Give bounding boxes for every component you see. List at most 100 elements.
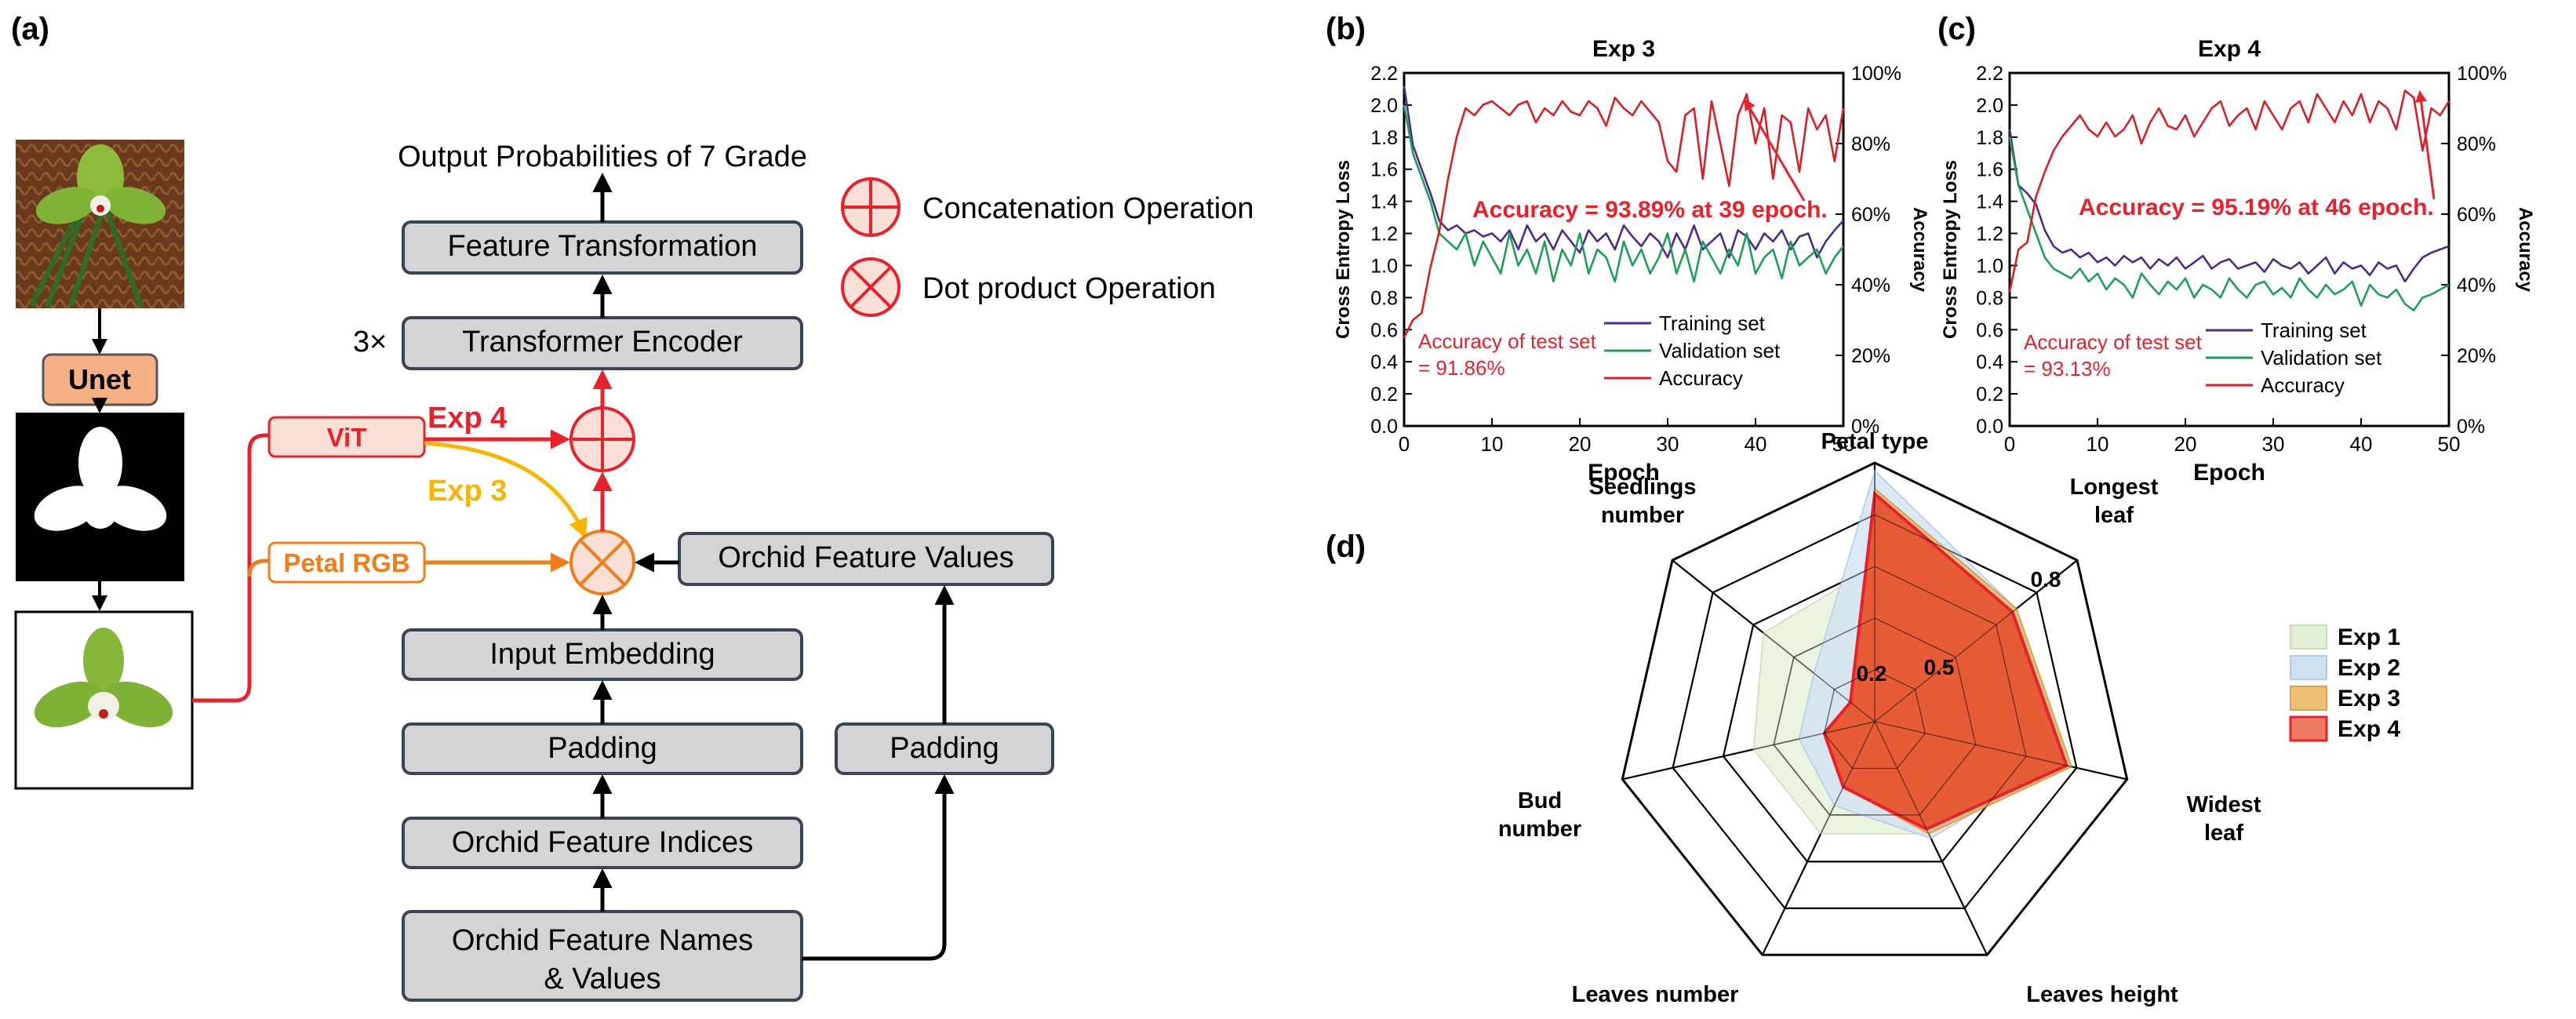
chart-c-panel-label: (c): [1937, 12, 1976, 46]
dot-legend-label: Dot product Operation: [922, 272, 1216, 305]
chart-b-annotation: Accuracy = 93.89% at 39 epoch.: [1472, 197, 1828, 223]
dot-operator: [569, 530, 635, 595]
chart-b-ytick-label: 1.0: [1370, 255, 1398, 277]
chart-b-ytick-label: 1.6: [1370, 159, 1398, 181]
feature-transformation-label: Feature Transformation: [448, 230, 758, 263]
vit-box: ViT: [267, 416, 426, 458]
chart-c-xtick-label: 30: [2262, 432, 2285, 456]
chart-b-y2tick-label: 20%: [1851, 345, 1890, 367]
chart-b-legend: Training set Validation set Accuracy: [1604, 311, 1781, 390]
chart-b-series-training-set: [1403, 86, 1844, 259]
chart-b-y2tick-label: 0%: [1851, 416, 1879, 438]
chart-b-ytick-label: 0.6: [1370, 319, 1398, 341]
chart-c-ytick-label: 0.2: [1976, 384, 2003, 406]
segmentation-mask: [16, 413, 184, 581]
chart-b-ytick-label: 0.8: [1370, 287, 1398, 309]
radar-spoke-overlay: [1622, 721, 1876, 781]
radar-axis-label: leaf: [2204, 821, 2243, 846]
legend-exp4: Exp 4: [2338, 716, 2400, 742]
exp3-label: Exp 3: [428, 475, 507, 508]
chart-b-ytick-label: 2.2: [1370, 63, 1398, 85]
operator-legend: Concatenation Operation Dot product Oper…: [841, 177, 1254, 317]
chart-c-ytick-label: 0.0: [1976, 416, 2003, 438]
dot-legend-symbol: [841, 257, 901, 317]
names-values-line1: Orchid Feature Names: [452, 924, 753, 957]
padding-left-label: Padding: [548, 732, 657, 765]
chart-b-y2tick-label: 60%: [1851, 204, 1890, 226]
chart-c-legend-train: Training set: [2261, 318, 2367, 342]
legend-exp1: Exp 1: [2338, 624, 2400, 650]
chart-b-ytick-label: 2.0: [1370, 95, 1398, 117]
padding-left-box: Padding: [402, 722, 803, 775]
chart-b-xtick-label: 30: [1657, 432, 1679, 456]
chart-b-title: Exp 3: [1592, 36, 1655, 62]
chart-b-ylabel: Cross Entropy Loss: [1333, 160, 1354, 339]
chart-c-legend-val: Validation set: [2261, 346, 2382, 369]
chart-c-xtick-label: 50: [2438, 432, 2461, 456]
concat-legend-label: Concatenation Operation: [922, 192, 1254, 225]
radar-axis-label: leaf: [2094, 503, 2134, 528]
chart-c-y2tick-label: 0%: [2457, 416, 2485, 438]
chart-b-ytick-label: 0.2: [1370, 384, 1398, 406]
chart-c-y2tick-label: 100%: [2457, 63, 2507, 85]
orchid-photo: [16, 140, 184, 309]
chart-c-y2label: Accuracy: [2515, 207, 2536, 293]
chart-b-y2label: Accuracy: [1909, 207, 1930, 293]
chart-b-xlabel: Epoch: [1588, 460, 1660, 486]
feature-values-label: Orchid Feature Values: [718, 541, 1013, 574]
chart-c-ytick-label: 1.8: [1976, 127, 2003, 149]
chart-b-y2tick-label: 80%: [1851, 133, 1890, 155]
chart-c-ytick-label: 1.2: [1976, 224, 2003, 246]
chart-c-y2tick-label: 80%: [2457, 133, 2496, 155]
chart-b-xtick-label: 40: [1745, 432, 1767, 456]
radar-ring-overlay: [1773, 617, 1977, 816]
chart-b-legend-val: Validation set: [1659, 339, 1781, 362]
chart-c-ylabel: Cross Entropy Loss: [1940, 160, 1961, 339]
radar-axis-label: Bud: [1518, 788, 1562, 813]
chart-c-xtick-label: 10: [2087, 432, 2109, 456]
chart-b-xtick-label: 10: [1481, 432, 1504, 456]
transformer-encoder-label: Transformer Encoder: [462, 326, 743, 358]
padding-right-label: Padding: [890, 732, 999, 765]
legend-exp3: Exp 3: [2338, 686, 2400, 711]
petal-rgb-label: Petal RGB: [283, 548, 409, 577]
chart-c-ytick-label: 0.4: [1976, 351, 2003, 373]
input-embedding-label: Input Embedding: [489, 638, 715, 671]
feature-names-values-box: Orchid Feature Names & Values: [402, 910, 803, 1002]
chart-b-xtick-label: 50: [1832, 432, 1855, 456]
radar-series-layer: [1752, 469, 2073, 839]
feature-values-box: Orchid Feature Values: [678, 532, 1054, 586]
legend-swatch-exp3: [2290, 686, 2327, 711]
chart-c-series-validation-set: [2008, 136, 2450, 312]
radar-legend: Exp 1 Exp 2 Exp 3 Exp 4: [2289, 624, 2400, 742]
radar-axis-label: Seedlings: [1589, 475, 1697, 500]
chart-c-ytick-label: 1.0: [1976, 255, 2003, 277]
chart-c-ytick-label: 0.8: [1976, 287, 2003, 309]
concat-operator: [569, 406, 635, 472]
chart-b-ytick-label: 1.8: [1370, 127, 1398, 149]
chart-b-y2tick-label: 40%: [1851, 275, 1890, 297]
chart-c-series-accuracy: [2008, 89, 2450, 293]
radar-ring-overlay: [1672, 514, 2078, 909]
legend-exp2: Exp 2: [2338, 655, 2400, 681]
radar-spoke-overlay: [1874, 559, 2078, 722]
exp3-arrow: [424, 441, 588, 539]
chart-c-legend: Training set Validation set Accuracy: [2206, 318, 2382, 397]
radar-ring-label: 0.5: [1924, 655, 1955, 679]
chart-c-ytick-label: 1.4: [1976, 191, 2003, 213]
names-values-line2: & Values: [544, 963, 660, 995]
feature-indices-box: Orchid Feature Indices: [402, 817, 803, 869]
chart-b-ytick-label: 0.4: [1370, 351, 1398, 373]
chart-c-annotation: Accuracy = 95.19% at 46 epoch.: [2079, 195, 2434, 220]
feature-transformation-box: Feature Transformation: [402, 220, 803, 275]
chart-c-series-training-set: [2008, 129, 2450, 283]
radar-spoke-overlay: [1672, 559, 1876, 722]
unet-label: Unet: [68, 363, 131, 395]
radar-ring-label: 0.8: [2031, 567, 2061, 591]
legend-swatch-exp2: [2290, 655, 2327, 680]
chart-b-ytick-label: 1.2: [1370, 224, 1398, 246]
